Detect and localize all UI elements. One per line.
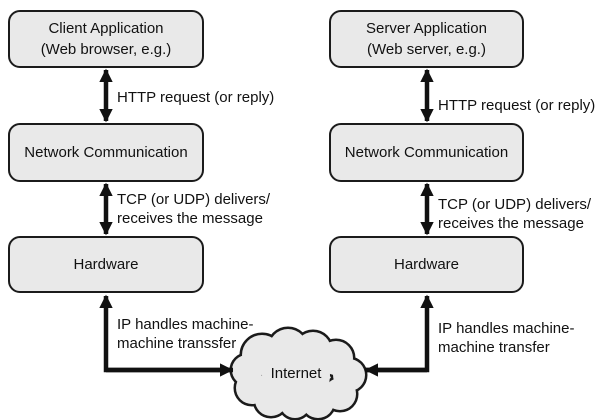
internet-cloud-icon (229, 326, 368, 420)
server-network-communication-box: Network Communication (329, 123, 524, 182)
client-application-box: Client Application (Web browser, e.g.) (8, 10, 204, 68)
client-tcp-edge-label: TCP (or UDP) delivers/ receives the mess… (117, 191, 271, 227)
box-label-line: (Web browser, e.g.) (40, 41, 172, 58)
server-ip-edge-label: IP handles machine- machine transfer (438, 320, 575, 356)
client-http-edge-label: HTTP request (or reply) (117, 89, 275, 106)
server-hardware-box: Hardware (329, 236, 524, 293)
box-label-line: Hardware (73, 256, 139, 273)
box-label-line: Hardware (393, 256, 460, 273)
box-label-line: (Web server, e.g.) (367, 41, 486, 58)
box-label-line: Network Communication (24, 144, 188, 161)
box-label-line: Network Communication (344, 144, 509, 161)
internet-label: Internet (270, 365, 322, 382)
client-ip-edge-label: IP handles machine- machine transsfer (117, 316, 254, 352)
client-hardware-box: Hardware (8, 236, 204, 293)
client-network-communication-box: Network Communication (8, 123, 204, 182)
server-application-box: Server Application (Web server, e.g.) (329, 10, 524, 68)
server-tcp-edge-label: TCP (or UDP) delivers/ receives the mess… (438, 196, 592, 232)
arrow-server-hardware-up (365, 294, 434, 373)
box-label-line: Server Application (366, 20, 487, 37)
box-label-line: Client Application (48, 20, 164, 37)
server-http-edge-label: HTTP request (or reply) (438, 97, 596, 114)
